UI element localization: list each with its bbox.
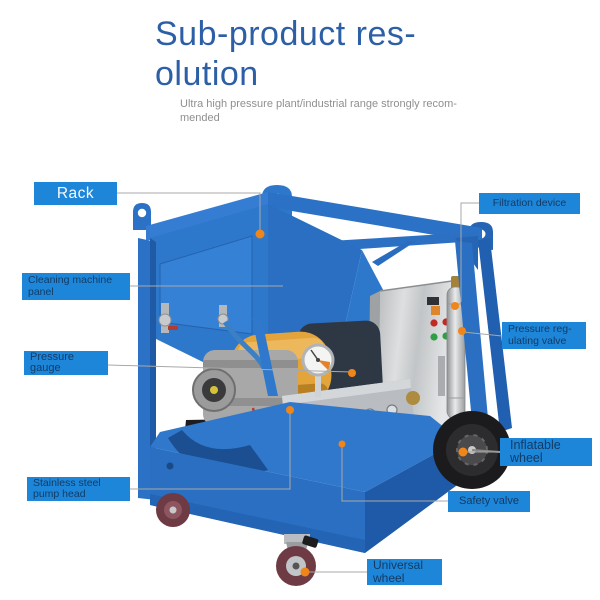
label-universal-wheel: Universal wheel: [367, 559, 442, 585]
callout-markers: [255, 229, 468, 577]
label-rack: Rack: [34, 182, 117, 205]
page-title-line2: olution: [155, 55, 259, 93]
label-inflatable-wheel: Inflatable wheel: [500, 438, 592, 466]
pressure-gauge-dial: [301, 343, 335, 397]
label-pressure-regulating-valve: Pressure reg- ulating valve: [502, 322, 586, 349]
callout-marker-dot: [458, 327, 466, 335]
callout-lines: [107, 192, 503, 573]
label-safety-valve: Safety valve: [448, 491, 530, 512]
label-cleaning-machine-panel: Cleaning machine panel: [22, 273, 130, 300]
label-filtration-device: Filtration device: [479, 193, 580, 214]
page-subtitle: Ultra high pressure plant/industrial ran…: [180, 98, 457, 124]
label-stainless-steel-pump-head: Stainless steel pump head: [27, 477, 130, 501]
page-title: Sub-product res- olution: [155, 14, 416, 94]
callout-marker-dot: [286, 406, 294, 414]
callout-marker-dot: [451, 302, 459, 310]
inflatable-wheel: [433, 411, 511, 489]
callout-marker-dot: [458, 447, 468, 457]
caster-wheel-left: [156, 478, 190, 527]
callout-marker-dot: [300, 567, 310, 577]
callout-marker-dot: [338, 440, 346, 448]
callout-marker-dot: [348, 369, 356, 377]
page-title-line1: Sub-product res-: [155, 15, 417, 53]
callout-marker-dot: [255, 229, 265, 239]
label-pressure-gauge: Pressure gauge: [24, 351, 108, 375]
inlet-fittings: [158, 303, 278, 396]
universal-wheel-front: [276, 534, 319, 586]
label-rack-text: Rack: [56, 184, 95, 202]
